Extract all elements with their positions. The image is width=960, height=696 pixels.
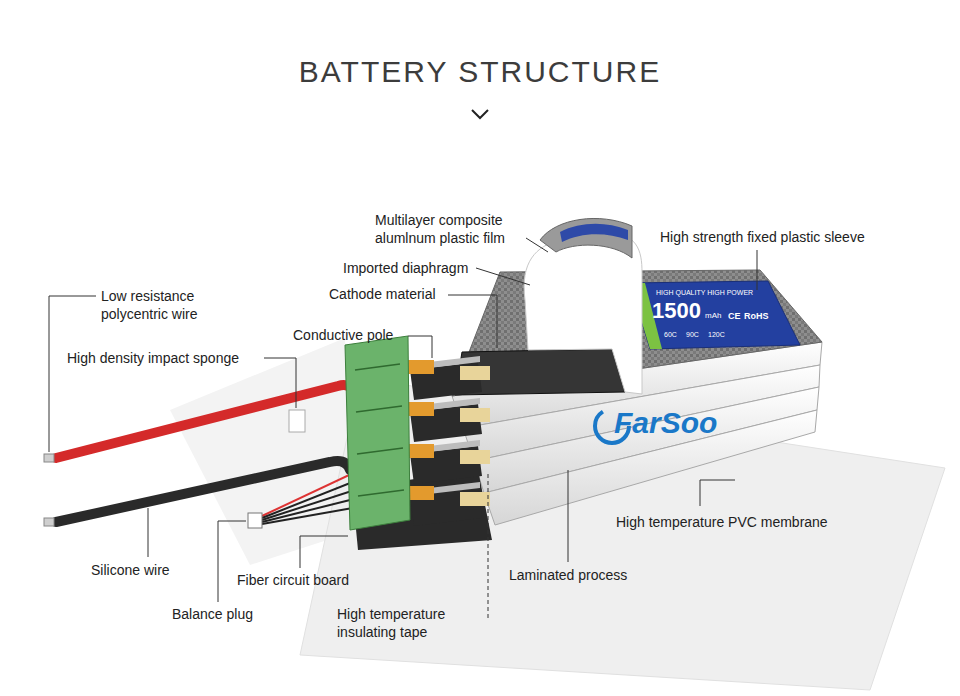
- diaphragm-film: [524, 234, 642, 394]
- part-label: Low resistance polycentric wire: [101, 287, 223, 323]
- rate-text: 120C: [708, 330, 725, 339]
- part-label: Fiber circuit board: [237, 571, 349, 589]
- leader-line: [408, 336, 432, 358]
- capacity-number: 1500: [652, 299, 701, 323]
- part-label: High density impact sponge: [67, 349, 239, 367]
- part-label: High temperature insulating tape: [337, 605, 463, 641]
- leader-line: [300, 536, 348, 568]
- conductive-tab: [406, 360, 434, 374]
- leader-line: [218, 521, 246, 602]
- brand-text: HIGH QUALITY HIGH POWER: [656, 288, 753, 297]
- part-label: Silicone wire: [91, 561, 170, 579]
- page-title: BATTERY STRUCTURE: [0, 54, 960, 90]
- pcb-traces: [355, 364, 404, 496]
- wire-tip: [44, 518, 54, 526]
- part-label: Imported diaphragm: [343, 259, 468, 277]
- wire-tip: [44, 454, 54, 462]
- pcb-trace: [356, 406, 402, 412]
- balance-plug: [248, 513, 262, 528]
- leader-line: [700, 480, 735, 506]
- aluminium-film-print: [560, 224, 628, 242]
- rate-text: 60C: [664, 330, 677, 339]
- insulating-tab: [460, 450, 490, 464]
- part-label: Laminated process: [509, 566, 627, 584]
- conductive-tab: [406, 444, 434, 458]
- leader-line: [757, 250, 758, 290]
- leader-line: [568, 470, 569, 562]
- conductive-tab: [406, 402, 434, 416]
- leader-line: [526, 238, 548, 252]
- cert-mark: CE: [728, 311, 741, 321]
- insulating-tab: [460, 408, 490, 422]
- red-wire: [56, 385, 356, 458]
- leader-line: [264, 358, 296, 408]
- part-label: Cathode material: [329, 285, 436, 303]
- circuit-board: [345, 336, 410, 530]
- chevron: [472, 110, 488, 118]
- leader-line: [476, 268, 530, 285]
- impact-sponge: [289, 410, 305, 432]
- insulating-tab: [460, 366, 490, 380]
- brand-label: [630, 281, 800, 349]
- part-label: Conductive pole: [293, 326, 393, 344]
- part-label: Multilayer composite alumlnum plastic fi…: [375, 211, 527, 247]
- leader-line: [448, 295, 497, 348]
- silicone-wire: [56, 461, 350, 522]
- unit-text: mAh: [705, 311, 721, 321]
- cert-mark: RoHS: [744, 311, 769, 321]
- part-label: High strength fixed plastic sleeve: [660, 228, 865, 246]
- part-label: Balance plug: [172, 605, 253, 623]
- back-plane: [170, 338, 352, 565]
- aluminium-film: [540, 218, 632, 258]
- electrode-stack: [406, 356, 490, 526]
- leader-line: [148, 508, 149, 557]
- brand-logo: FarSoo: [614, 406, 717, 440]
- pcb-trace: [358, 490, 404, 496]
- leader-line: [488, 472, 489, 618]
- pcb-trace: [357, 448, 403, 454]
- pcb-trace: [355, 364, 400, 370]
- leader-line: [49, 296, 96, 452]
- part-label: High temperature PVC membrane: [616, 513, 828, 531]
- leader-lines: [49, 238, 757, 618]
- insulating-tab: [460, 492, 490, 506]
- rate-text: 90C: [686, 330, 699, 339]
